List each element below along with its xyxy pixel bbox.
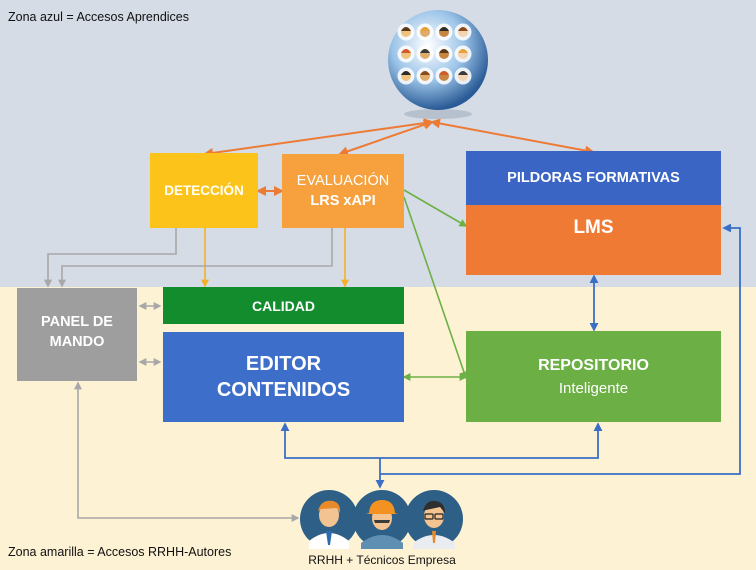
deteccion-label: DETECCIÓN <box>164 183 244 198</box>
repositorio-label: REPOSITORIO <box>538 356 649 374</box>
learner-face-icon <box>439 71 449 75</box>
pildoras-box: PILDORAS FORMATIVAS <box>466 151 721 205</box>
learner-zone-label: Zona azul = Accesos Aprendices <box>8 10 190 24</box>
panel-mando-label: PANEL DE <box>41 314 113 330</box>
calidad-label: CALIDAD <box>252 297 315 314</box>
learner-face-icon <box>401 71 411 75</box>
learner-face-icon <box>420 27 430 31</box>
learner-face-icon <box>401 27 411 31</box>
editor-sublabel: CONTENIDOS <box>216 378 351 401</box>
technician-icon <box>405 490 463 549</box>
learners-globe-icon <box>388 10 488 119</box>
person-icon <box>300 490 358 549</box>
worker-hardhat-icon <box>353 490 411 549</box>
evaluacion-sublabel: LRS xAPI <box>310 193 376 209</box>
learner-face-icon <box>420 71 430 75</box>
pildoras-label: PILDORAS FORMATIVAS <box>507 170 680 186</box>
evaluacion-box: EVALUACIÓN LRS xAPI <box>282 154 404 228</box>
panel-mando-sublabel: MANDO <box>49 334 105 350</box>
editor-contenidos-box: EDITOR CONTENIDOS <box>163 332 404 422</box>
evaluacion-label: EVALUACIÓN <box>296 173 390 189</box>
learner-face-icon <box>458 71 468 75</box>
learner-face-icon <box>401 49 411 53</box>
repositorio-box: REPOSITORIO Inteligente <box>466 331 721 422</box>
learner-face-icon <box>458 49 468 53</box>
calidad-box: CALIDAD <box>163 287 404 324</box>
learner-face-icon <box>458 27 468 31</box>
learner-face-icon <box>439 49 449 53</box>
deteccion-box: DETECCIÓN <box>150 153 258 228</box>
panel-mando-box: PANEL DE MANDO <box>17 288 137 381</box>
author-zone-label: Zona amarilla = Accesos RRHH-Autores <box>8 545 232 559</box>
lms-label: LMS <box>573 217 614 238</box>
people-caption: RRHH + Técnicos Empresa <box>308 553 456 567</box>
learner-face-icon <box>439 27 449 31</box>
repositorio-sublabel: Inteligente <box>558 379 629 397</box>
lms-box: LMS <box>466 205 721 275</box>
editor-label: EDITOR <box>245 352 322 375</box>
learner-face-icon <box>420 49 430 53</box>
